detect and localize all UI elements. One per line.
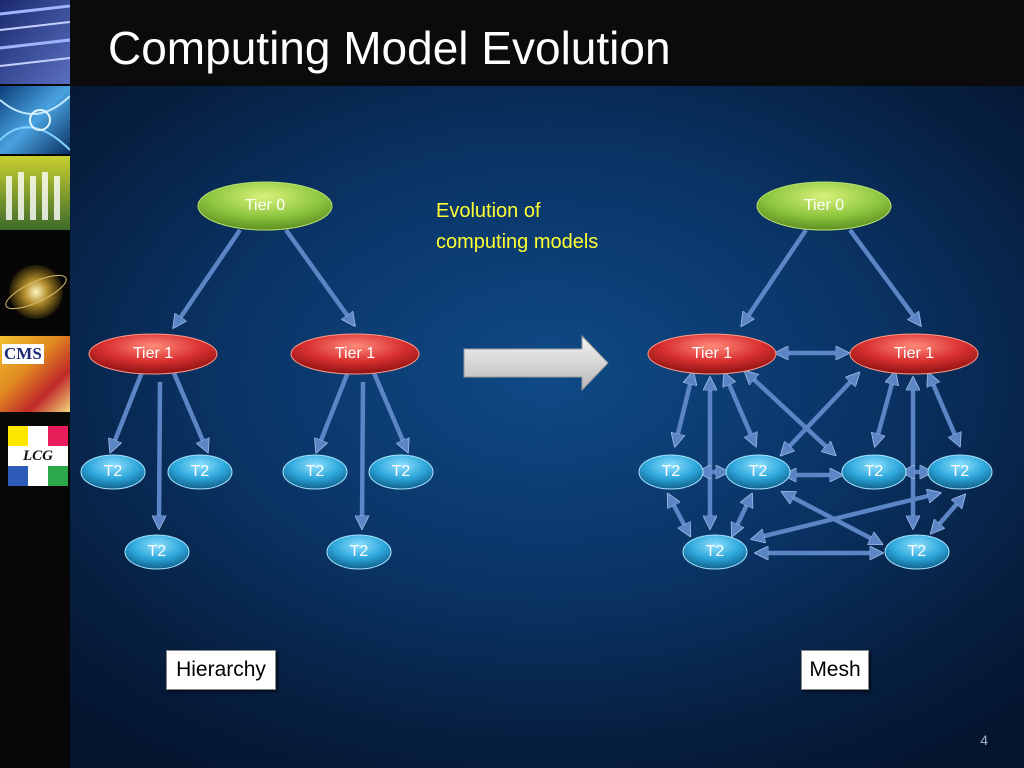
t2-label: T2 bbox=[662, 463, 681, 480]
t2-node: T2 bbox=[884, 534, 950, 570]
tier0-label: Tier 0 bbox=[245, 197, 285, 214]
arrow bbox=[848, 228, 918, 322]
arrow bbox=[934, 498, 962, 530]
hierarchy-nodes: Tier 0 Tier 1 Tier 1 T2 T2 bbox=[80, 181, 434, 570]
t2-label: T2 bbox=[865, 463, 884, 480]
arrow bbox=[670, 498, 688, 532]
tier0-node: Tier 0 bbox=[197, 181, 333, 231]
mesh-label: Mesh bbox=[801, 650, 869, 690]
arrow bbox=[744, 228, 808, 322]
t2-label: T2 bbox=[706, 543, 725, 560]
t2-node: T2 bbox=[124, 534, 190, 570]
cms-logo-text: CMS bbox=[2, 344, 44, 364]
tier0-node: Tier 0 bbox=[756, 181, 892, 231]
t2-node: T2 bbox=[927, 454, 993, 490]
t2-node: T2 bbox=[326, 534, 392, 570]
tier1-label: Tier 1 bbox=[692, 345, 732, 362]
arrow bbox=[176, 228, 242, 324]
arrow bbox=[318, 371, 351, 448]
lcg-logo: LCG bbox=[8, 426, 68, 486]
hierarchy-label: Hierarchy bbox=[166, 650, 276, 690]
title-bar: Computing Model Evolution bbox=[70, 0, 1024, 86]
hierarchy-arrows bbox=[112, 228, 406, 524]
arrow bbox=[112, 371, 145, 448]
cms-logo: CMS bbox=[0, 336, 72, 412]
globe-icon bbox=[0, 232, 70, 332]
arrow bbox=[159, 381, 160, 524]
t2-label: T2 bbox=[392, 463, 411, 480]
tier1-label: Tier 1 bbox=[335, 345, 375, 362]
fiber-optics-photo bbox=[0, 86, 71, 154]
t2-label: T2 bbox=[908, 543, 927, 560]
arrow bbox=[734, 498, 750, 532]
tier1-node: Tier 1 bbox=[290, 333, 420, 375]
t2-node: T2 bbox=[841, 454, 907, 490]
t2-label: T2 bbox=[104, 463, 123, 480]
t2-node: T2 bbox=[368, 454, 434, 490]
arrow bbox=[284, 228, 352, 322]
lcg-logo-text: LCG bbox=[23, 448, 53, 464]
tier1-node: Tier 1 bbox=[647, 333, 777, 375]
network-cables-photo bbox=[0, 156, 70, 230]
mesh-nodes: Tier 0 Tier 1 Tier 1 T2 T2 bbox=[638, 181, 993, 570]
t2-label: T2 bbox=[306, 463, 325, 480]
tier0-label: Tier 0 bbox=[804, 197, 844, 214]
t2-label: T2 bbox=[951, 463, 970, 480]
arrow bbox=[371, 372, 406, 448]
arrow bbox=[726, 377, 754, 442]
slide-title: Computing Model Evolution bbox=[108, 22, 671, 74]
transition-arrow bbox=[463, 334, 609, 392]
arrow bbox=[786, 494, 878, 542]
t2-label: T2 bbox=[148, 543, 167, 560]
arrow bbox=[362, 381, 363, 524]
t2-node: T2 bbox=[167, 454, 233, 490]
caption-line-1: Evolution of bbox=[436, 200, 541, 222]
tier1-node: Tier 1 bbox=[88, 333, 218, 375]
arrow bbox=[756, 494, 936, 538]
slide-content: Tier 0 Tier 1 Tier 1 T2 T2 bbox=[70, 86, 1024, 768]
page-number: 4 bbox=[980, 732, 988, 748]
t2-node: T2 bbox=[682, 534, 748, 570]
t2-node: T2 bbox=[638, 454, 704, 490]
arrow bbox=[930, 377, 958, 442]
caption-line-2: computing models bbox=[436, 231, 599, 253]
network-diagrams: Tier 0 Tier 1 Tier 1 T2 T2 bbox=[80, 181, 993, 570]
arrow bbox=[784, 376, 856, 452]
arrow bbox=[171, 372, 206, 448]
arrow bbox=[876, 376, 894, 442]
arrow bbox=[676, 376, 692, 442]
t2-label: T2 bbox=[191, 463, 210, 480]
t2-node: T2 bbox=[80, 454, 146, 490]
t2-node: T2 bbox=[725, 454, 791, 490]
sidebar: CMS LCG bbox=[0, 0, 72, 768]
t2-label: T2 bbox=[749, 463, 768, 480]
sidebar-images bbox=[0, 0, 71, 332]
mesh-arrows bbox=[670, 228, 962, 553]
tier1-label: Tier 1 bbox=[894, 345, 934, 362]
tier1-label: Tier 1 bbox=[133, 345, 173, 362]
caption: Evolution of computing models bbox=[436, 196, 598, 258]
server-rack-photo bbox=[0, 0, 71, 84]
t2-label: T2 bbox=[350, 543, 369, 560]
tier1-node: Tier 1 bbox=[849, 333, 979, 375]
t2-node: T2 bbox=[282, 454, 348, 490]
